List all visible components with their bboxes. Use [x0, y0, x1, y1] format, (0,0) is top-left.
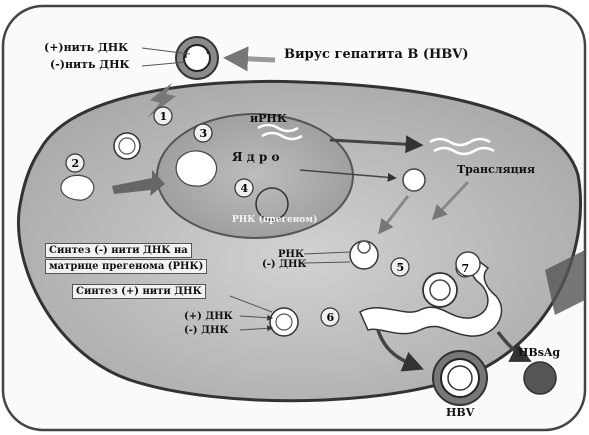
- pregenome-nucleocapsid: [350, 241, 378, 269]
- step-7-number: 7: [462, 262, 470, 275]
- minus-strand-label: (-)нить ДНК: [50, 58, 129, 71]
- synth-plus-box: Синтез (+) нити ДНК: [72, 284, 206, 299]
- hbv-virion-top: [176, 37, 218, 79]
- hbv-label: HBV: [446, 406, 474, 419]
- step-1-particle: [114, 133, 140, 159]
- virus-title: Вирус гепатита В (HBV): [284, 48, 469, 61]
- step-6-number: 6: [327, 311, 335, 324]
- pregenome-label: РНК (прегеном): [232, 214, 317, 227]
- step-3-cccdna: [176, 151, 216, 186]
- synth-minus-box-line1: Синтез (-) нити ДНК на: [45, 243, 192, 258]
- minus-dna2-label: (-) ДНК: [184, 324, 229, 337]
- step-2-uncoated-genome: [61, 175, 94, 200]
- step-2-number: 2: [72, 157, 80, 170]
- plus-dna2-label: (+) ДНК: [184, 310, 233, 323]
- step-4-number: 4: [241, 182, 249, 195]
- translation-label: Трансляция: [457, 163, 535, 176]
- hbsag-label: HBsAg: [518, 346, 560, 359]
- nucleus-label: Я д р о: [232, 151, 280, 164]
- mrna-label: иРНК: [250, 112, 287, 125]
- step-3-number: 3: [200, 127, 208, 140]
- step-6-particle: [270, 308, 298, 336]
- hbsag-particle: [524, 362, 556, 394]
- minus-dna-label: (-) ДНК: [262, 258, 307, 271]
- mature-nucleocapsid: [423, 273, 457, 307]
- plus-strand-label: (+)нить ДНК: [44, 41, 128, 54]
- step-5-number: 5: [397, 261, 405, 274]
- virus-pointer-arrow: [228, 58, 275, 60]
- released-hbv-virion: [433, 351, 487, 405]
- assembling-capsid: [403, 169, 425, 191]
- synth-minus-box-line2: матрице прегенома (РНК): [45, 259, 207, 274]
- step-1-number: 1: [160, 110, 168, 123]
